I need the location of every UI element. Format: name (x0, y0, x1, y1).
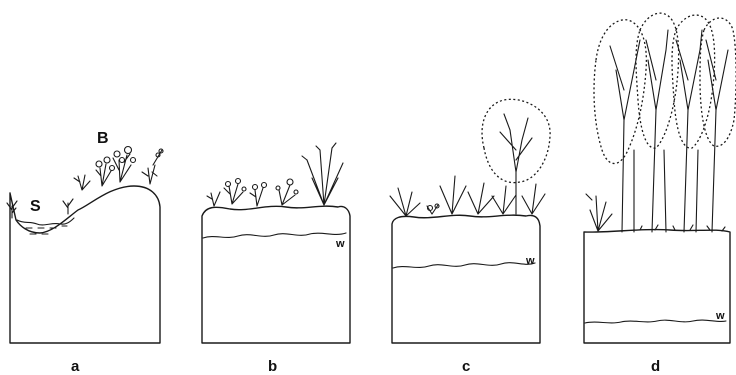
panel-c-plants (390, 176, 545, 216)
panel-c-water-mark: w (525, 255, 535, 267)
panel-d-tall-trees (594, 13, 736, 232)
panel-a-mark-upper: B (97, 130, 109, 147)
panel-d-grass (586, 194, 725, 231)
panel-c-water-line (393, 263, 535, 268)
panel-b-soil-block (202, 206, 350, 343)
panel-b: w b (202, 143, 350, 375)
panel-a: B S a (7, 130, 163, 375)
panel-d-label: d (651, 358, 660, 375)
panel-d-water-line (585, 320, 726, 323)
panel-b-water-mark: w (335, 238, 345, 250)
panel-d-soil-block (584, 230, 730, 343)
panel-a-water-dashes (26, 226, 67, 234)
panel-a-label: a (71, 358, 80, 375)
panel-d-water-mark: w (715, 310, 725, 322)
panel-c-soil-block (392, 215, 540, 343)
panel-b-plants (207, 143, 343, 206)
panel-d: w d (584, 13, 736, 375)
panel-c: w c (390, 99, 550, 375)
panel-a-mark-left: S (30, 198, 41, 215)
panel-c-label: c (462, 358, 470, 375)
panel-b-label: b (268, 358, 277, 375)
panel-b-water-line (203, 233, 346, 238)
